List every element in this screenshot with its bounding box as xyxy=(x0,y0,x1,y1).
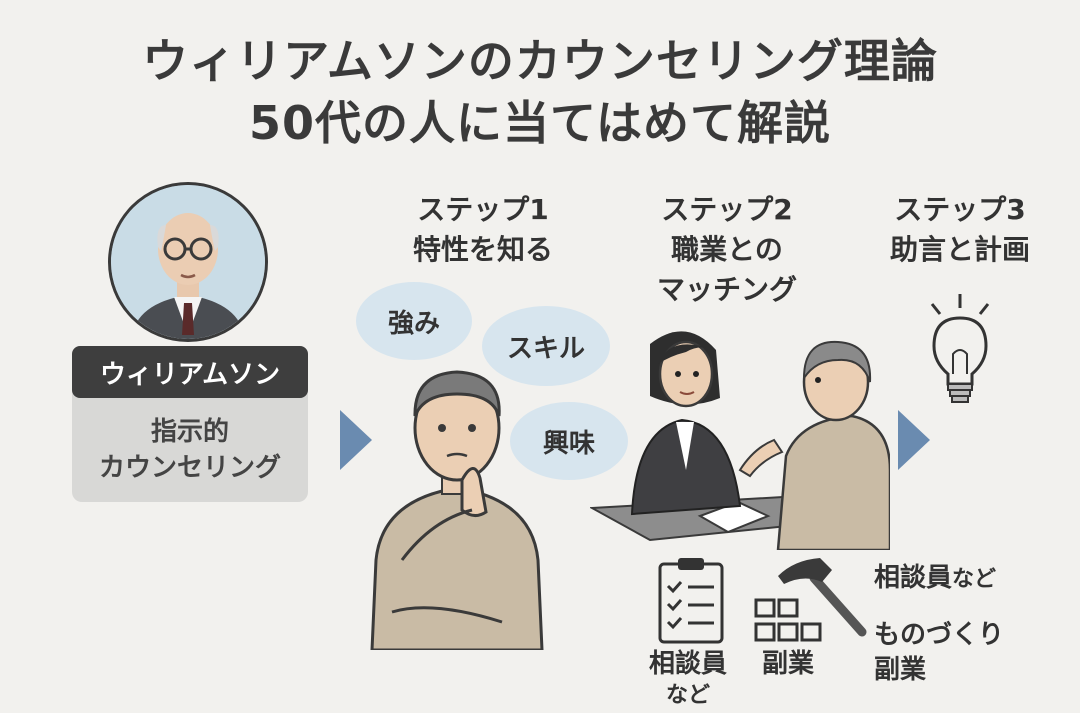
method-line1: 指示的 xyxy=(150,416,229,447)
name-badge: ウィリアムソン xyxy=(72,346,308,398)
bubble-interest: 興味 xyxy=(510,402,628,480)
method-line2: カウンセリング xyxy=(98,453,281,483)
bubble-strength: 強み xyxy=(356,282,472,360)
step2-subtitle-line2: マッチング xyxy=(656,272,797,306)
step2-subtitle: 職業との xyxy=(671,232,783,266)
step1-heading: ステップ1 特性を知る xyxy=(378,190,588,270)
step2-title: ステップ2 xyxy=(661,193,793,226)
title-line1: ウィリアムソンのカウンセリング理論 xyxy=(142,34,938,88)
step2-heading: ステップ2 職業との マッチング xyxy=(632,190,822,309)
job-label-counselor-top-text: 相談員 xyxy=(874,563,953,593)
job-label-counselor-top-suffix: など xyxy=(952,567,997,592)
step3-heading: ステップ3 助言と計画 xyxy=(860,190,1060,270)
step1-subtitle: 特性を知る xyxy=(412,232,553,266)
step3-subtitle: 助言と計画 xyxy=(889,232,1030,266)
job-label-counselor: 相談員 など xyxy=(628,648,748,710)
job-label-counselor-top: 相談員など xyxy=(874,562,996,596)
job-label-counselor-suffix: など xyxy=(665,682,710,708)
method-box: 指示的 カウンセリング xyxy=(72,388,308,502)
arrow-right-icon xyxy=(340,410,372,470)
checklist-icon xyxy=(658,558,724,644)
job-label-craft-line1: ものづくり xyxy=(874,620,1005,650)
step1-title: ステップ1 xyxy=(417,193,549,226)
hammer-icon xyxy=(778,558,867,637)
title-line2: 50代の人に当てはめて解説 xyxy=(248,96,832,150)
counseling-scene-icon xyxy=(590,331,890,550)
arrow-right-icon xyxy=(898,410,930,470)
job-label-craft: ものづくり 副業 xyxy=(874,618,1004,688)
step3-title: ステップ3 xyxy=(894,193,1026,226)
portrait-icon xyxy=(108,182,268,342)
person-thinking-icon xyxy=(370,370,544,650)
lightbulb-icon xyxy=(930,294,990,403)
job-label-side-job: 副業 xyxy=(761,649,814,679)
job-label-craft-line2: 副業 xyxy=(874,655,927,686)
job-label-counselor-text: 相談員 xyxy=(648,649,727,679)
bubble-skill: スキル xyxy=(482,306,610,386)
blocks-icon xyxy=(754,598,822,642)
